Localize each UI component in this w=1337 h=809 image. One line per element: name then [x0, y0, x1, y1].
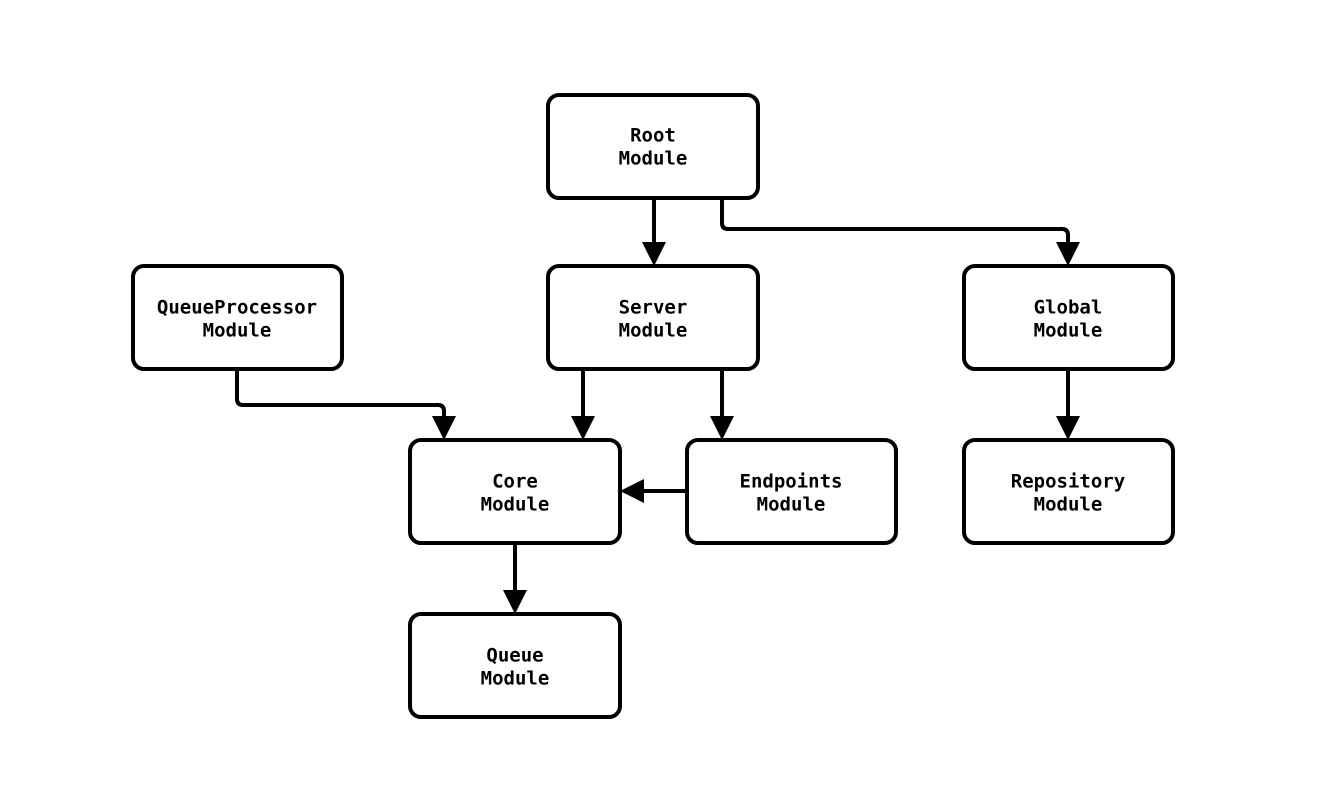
- edge-core-to-queue-arrowhead: [503, 590, 527, 614]
- node-root-module-box[interactable]: [546, 93, 760, 200]
- node-server-module-label-line1: Server: [619, 297, 688, 319]
- node-queueprocessor-module[interactable]: QueueProcessor Module: [131, 264, 344, 371]
- node-core-module[interactable]: Core Module: [408, 438, 622, 545]
- node-global-module-box[interactable]: [962, 264, 1175, 371]
- node-layer: Root Module QueueProcessor Module Server…: [131, 93, 1175, 719]
- edge-endpoints-to-core: [620, 479, 687, 503]
- node-endpoints-module[interactable]: Endpoints Module: [685, 438, 898, 545]
- edge-root-to-global-arrowhead: [1056, 242, 1080, 266]
- node-queue-module-label-line1: Queue: [486, 645, 543, 667]
- node-core-module-label-line2: Module: [481, 494, 550, 516]
- edge-global-to-repository-arrowhead: [1056, 416, 1080, 440]
- node-core-module-box[interactable]: [408, 438, 622, 545]
- node-repository-module-label-line2: Module: [1034, 494, 1103, 516]
- edge-endpoints-to-core-arrowhead: [620, 479, 644, 503]
- node-endpoints-module-label-line2: Module: [757, 494, 826, 516]
- edge-root-to-server: [642, 198, 666, 266]
- node-queue-module[interactable]: Queue Module: [408, 612, 622, 719]
- edge-global-to-repository: [1056, 369, 1080, 440]
- node-repository-module-box[interactable]: [962, 438, 1175, 545]
- edge-server-to-core: [571, 369, 595, 440]
- node-root-module-label-line1: Root: [630, 125, 676, 147]
- edge-root-to-server-arrowhead: [642, 242, 666, 266]
- node-global-module[interactable]: Global Module: [962, 264, 1175, 371]
- node-endpoints-module-box[interactable]: [685, 438, 898, 545]
- edge-server-to-endpoints: [710, 369, 734, 440]
- edge-server-to-endpoints-arrowhead: [710, 416, 734, 440]
- node-global-module-label-line1: Global: [1034, 297, 1103, 319]
- node-endpoints-module-label-line1: Endpoints: [740, 471, 843, 493]
- node-server-module-label-line2: Module: [619, 320, 688, 342]
- node-server-module-box[interactable]: [546, 264, 760, 371]
- node-server-module[interactable]: Server Module: [546, 264, 760, 371]
- node-repository-module[interactable]: Repository Module: [962, 438, 1175, 545]
- node-queueprocessor-module-box[interactable]: [131, 264, 344, 371]
- node-core-module-label-line1: Core: [492, 471, 538, 493]
- edge-server-to-core-arrowhead: [571, 416, 595, 440]
- node-queueprocessor-module-label-line1: QueueProcessor: [157, 297, 317, 319]
- edge-layer: [235, 198, 1080, 614]
- edge-queueprocessor-to-core-line: [235, 369, 446, 424]
- node-repository-module-label-line1: Repository: [1011, 471, 1125, 493]
- edge-queueprocessor-to-core: [235, 369, 456, 440]
- node-root-module-label-line2: Module: [619, 148, 688, 170]
- node-queue-module-box[interactable]: [408, 612, 622, 719]
- node-queue-module-label-line2: Module: [481, 668, 550, 690]
- edge-root-to-global: [720, 198, 1080, 266]
- node-queueprocessor-module-label-line2: Module: [203, 320, 272, 342]
- edge-root-to-global-line: [720, 198, 1070, 250]
- edge-core-to-queue: [503, 543, 527, 614]
- edge-queueprocessor-to-core-arrowhead: [432, 416, 456, 440]
- node-global-module-label-line2: Module: [1034, 320, 1103, 342]
- node-root-module[interactable]: Root Module: [546, 93, 760, 200]
